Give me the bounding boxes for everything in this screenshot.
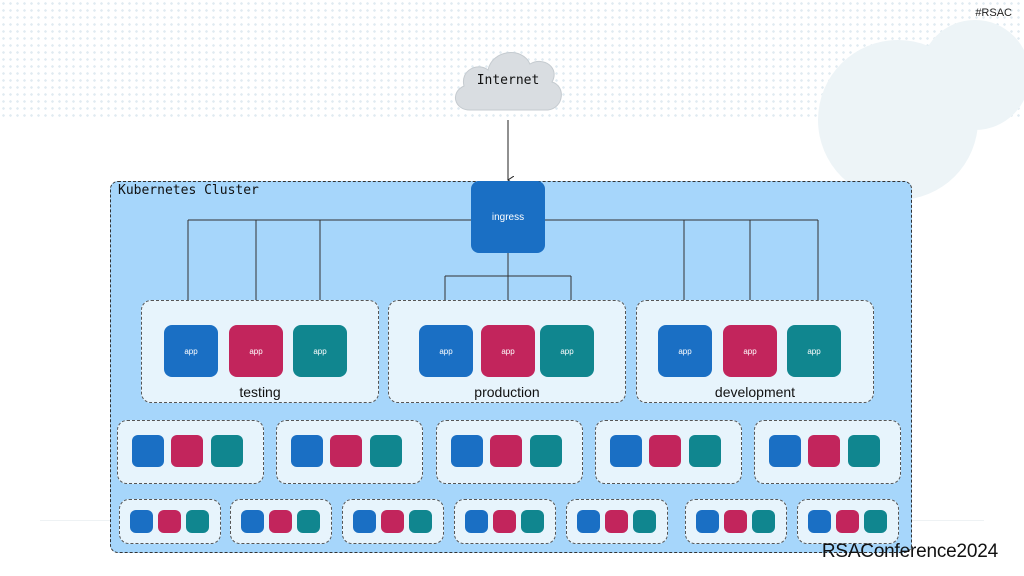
app-tile [490,435,522,467]
app-tile [158,510,181,533]
app-tile [649,435,681,467]
app-tile [241,510,264,533]
app-tile [848,435,880,467]
app-tile [409,510,432,533]
app-tile [370,435,402,467]
internet-cloud-icon [455,52,562,111]
app-tile [493,510,516,533]
app-node: app [229,325,283,377]
background-circle [920,20,1024,130]
app-tile [451,435,483,467]
app-tile [132,435,164,467]
app-tile [171,435,203,467]
cluster-label: Kubernetes Cluster [118,183,259,198]
app-tile [186,510,209,533]
app-tile [864,510,887,533]
app-tile [696,510,719,533]
app-tile [269,510,292,533]
app-tile [769,435,801,467]
namespace-label: development [714,384,796,400]
app-tile [836,510,859,533]
app-tile [530,435,562,467]
namespace-label: testing [239,384,281,400]
app-tile [330,435,362,467]
app-tile [211,435,243,467]
app-node: app [293,325,347,377]
app-tile [808,435,840,467]
app-tile [297,510,320,533]
app-tile [353,510,376,533]
hashtag-label: #RSAC [975,7,1012,19]
app-tile [521,510,544,533]
app-node: app [787,325,841,377]
app-tile [724,510,747,533]
app-node: app [419,325,473,377]
app-node: app [723,325,777,377]
app-tile [465,510,488,533]
app-tile [689,435,721,467]
app-tile [381,510,404,533]
internet-label: Internet [476,73,540,88]
app-tile [605,510,628,533]
conference-brand: RSAConference2024 [821,541,998,562]
app-node: app [540,325,594,377]
app-tile [130,510,153,533]
app-node: app [164,325,218,377]
app-tile [291,435,323,467]
app-node: app [658,325,712,377]
app-tile [808,510,831,533]
app-node: app [481,325,535,377]
app-tile [752,510,775,533]
app-tile [633,510,656,533]
namespace-label: production [474,384,540,400]
app-tile [577,510,600,533]
app-tile [610,435,642,467]
ingress-node: ingress [471,181,545,253]
